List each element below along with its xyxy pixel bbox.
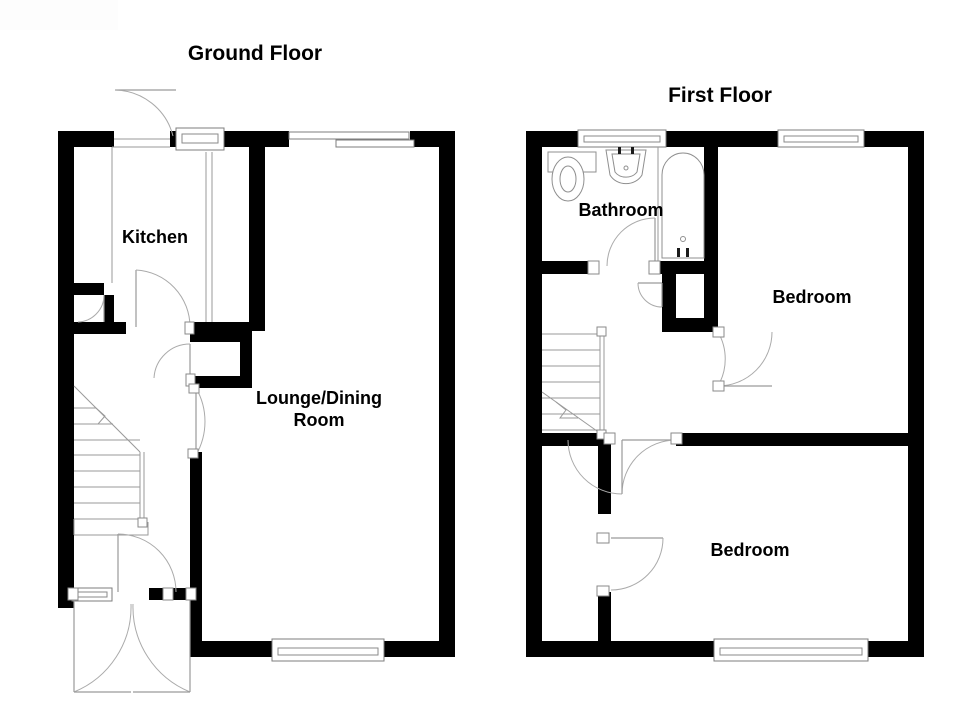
- wall-landing-bottom-left: [526, 433, 610, 446]
- door-understairs-cupboard: [77, 294, 105, 323]
- wall-hall-lounge-top: [190, 330, 252, 342]
- wall-landing-vertical-right: [704, 274, 718, 332]
- ground-floor-doors: [67, 89, 206, 693]
- staircase-first: [541, 326, 607, 440]
- toilet-bowl-inner: [559, 165, 577, 193]
- window-kitchen-top: [175, 127, 225, 151]
- door-hall-porch: [117, 533, 177, 601]
- wall-landing-vertical-upper: [662, 274, 676, 332]
- room-label-lounge-line2: Room: [294, 410, 345, 430]
- wall-porch-mid-stub: [149, 588, 165, 600]
- window-bathroom: [577, 129, 667, 148]
- wall-ff-exterior-left: [526, 131, 542, 657]
- door-bedroom2-inner: [596, 532, 664, 597]
- door-kitchen-top: [114, 89, 176, 137]
- first-floor-walls: [526, 131, 924, 657]
- ground-floor-group: Ground Floor: [58, 42, 455, 693]
- wall-bedroom2-partition-lower: [598, 592, 611, 657]
- wall-exterior-left-lower: [58, 331, 74, 608]
- window-lounge-top: [288, 131, 415, 148]
- door-entrance-double: [67, 587, 197, 693]
- door-kitchen-hall: [135, 269, 195, 335]
- wall-exterior-bottom-right: [381, 641, 455, 657]
- first-floor-windows: [577, 129, 869, 662]
- wall-ff-top-mid: [664, 131, 780, 147]
- wall-ff-bottom-left: [526, 641, 716, 657]
- scan-artifact: [0, 0, 118, 30]
- window-bedroom2-bottom: [713, 638, 869, 662]
- door-airing-cupboard: [637, 282, 663, 308]
- room-label-bedroom-2: Bedroom: [710, 540, 789, 560]
- wall-ff-bottom-right: [866, 641, 924, 657]
- wall-ff-top-left: [526, 131, 580, 147]
- wall-ff-exterior-right: [908, 131, 924, 657]
- door-bedroom1: [712, 326, 773, 392]
- bathtub-icon: [661, 152, 705, 259]
- door-bedroom2-landing: [567, 432, 683, 495]
- ground-floor-title: Ground Floor: [188, 42, 322, 65]
- window-lounge-bottom: [271, 638, 385, 662]
- wall-ff-top-right: [862, 131, 924, 147]
- door-hall-small: [153, 343, 196, 387]
- window-bedroom1-top: [777, 129, 865, 148]
- wall-bathroom-right: [704, 139, 718, 271]
- first-floor-doors: [567, 217, 773, 597]
- wall-exterior-left-upper: [58, 131, 74, 331]
- wall-cupboard-top: [58, 283, 104, 295]
- wall-cupboard-right: [104, 295, 114, 323]
- wall-bedroom2-partition-upper: [598, 440, 611, 514]
- room-label-kitchen: Kitchen: [122, 227, 188, 247]
- ground-floor-thin-details: [111, 138, 213, 322]
- wall-bathroom-bottom-right: [657, 261, 718, 274]
- wall-hall-lounge-long: [190, 452, 202, 657]
- ground-floor-walls: [58, 131, 455, 657]
- first-floor-group: First Floor: [526, 84, 924, 662]
- wall-top-jamb-left: [170, 131, 178, 147]
- wall-kitchen-bottom-left: [58, 322, 126, 334]
- wall-exterior-top-left-stub: [58, 131, 114, 147]
- staircase-ground: [73, 385, 149, 536]
- wall-bedroom1-bedroom2: [676, 433, 908, 446]
- ground-floor-windows: [71, 127, 415, 662]
- wall-hall-lounge-bottom: [190, 376, 252, 388]
- first-floor-title: First Floor: [668, 84, 772, 107]
- wall-bathroom-bottom-left: [526, 261, 590, 274]
- room-label-lounge-line1: Lounge/Dining: [256, 388, 382, 408]
- wall-exterior-right: [439, 131, 455, 657]
- bathroom-fixtures: [547, 147, 705, 261]
- wall-hall-lounge-vertical: [240, 330, 252, 388]
- wall-kitchen-hall-vertical: [249, 139, 265, 331]
- door-bathroom: [587, 217, 661, 275]
- wash-basin-icon: [605, 147, 647, 185]
- room-label-bedroom-1: Bedroom: [772, 287, 851, 307]
- wall-exterior-bottom-left: [191, 641, 274, 657]
- door-lounge: [187, 383, 206, 459]
- room-label-bathroom: Bathroom: [579, 200, 664, 220]
